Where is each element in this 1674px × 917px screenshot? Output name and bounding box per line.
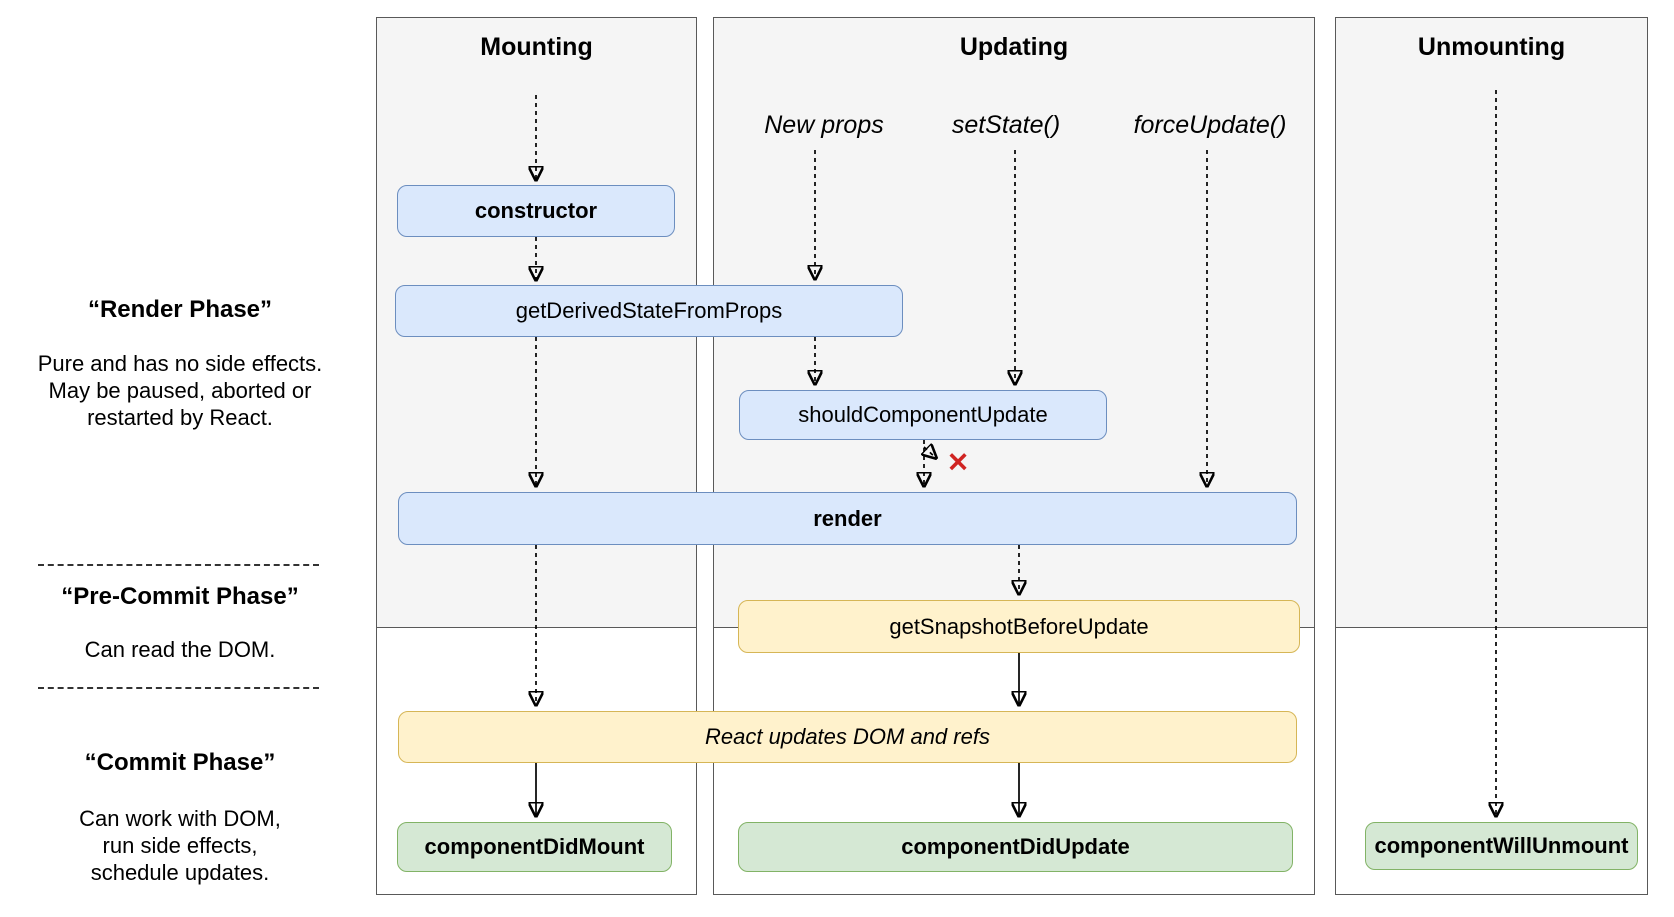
trigger-set-state: setState() — [951, 111, 1061, 139]
pre-commit-phase-description: Can read the DOM. — [84, 637, 276, 662]
trigger-new-props: New props — [764, 111, 884, 139]
node-constructor: constructor — [397, 185, 675, 237]
unmounting-column-title: Unmounting — [1417, 33, 1566, 61]
node-get-derived-state-from-props: getDerivedStateFromProps — [395, 285, 903, 337]
commit-phase-title: “Commit Phase” — [84, 749, 276, 776]
mounting-column-title: Mounting — [480, 33, 593, 61]
node-component-did-mount: componentDidMount — [397, 822, 672, 872]
node-react-updates-dom-and-refs: React updates DOM and refs — [398, 711, 1297, 763]
phase-divider — [38, 564, 319, 566]
render-phase-description: Pure and has no side effects. May be pau… — [37, 351, 323, 430]
render-phase-shading — [1336, 18, 1647, 628]
updating-column-title: Updating — [959, 33, 1069, 61]
skip-render-x-icon: ✕ — [946, 447, 970, 478]
commit-phase-description: Can work with DOM, run side effects, sch… — [79, 806, 281, 885]
render-phase-title: “Render Phase” — [87, 296, 273, 323]
pre-commit-phase-title: “Pre-Commit Phase” — [61, 583, 299, 610]
node-get-snapshot-before-update: getSnapshotBeforeUpdate — [738, 600, 1300, 653]
trigger-force-update: forceUpdate() — [1133, 111, 1287, 139]
node-render: render — [398, 492, 1297, 545]
unmounting-column: Unmounting — [1335, 17, 1648, 895]
phase-divider — [38, 687, 319, 689]
node-component-will-unmount: componentWillUnmount — [1365, 822, 1638, 870]
node-should-component-update: shouldComponentUpdate — [739, 390, 1107, 440]
node-component-did-update: componentDidUpdate — [738, 822, 1293, 872]
